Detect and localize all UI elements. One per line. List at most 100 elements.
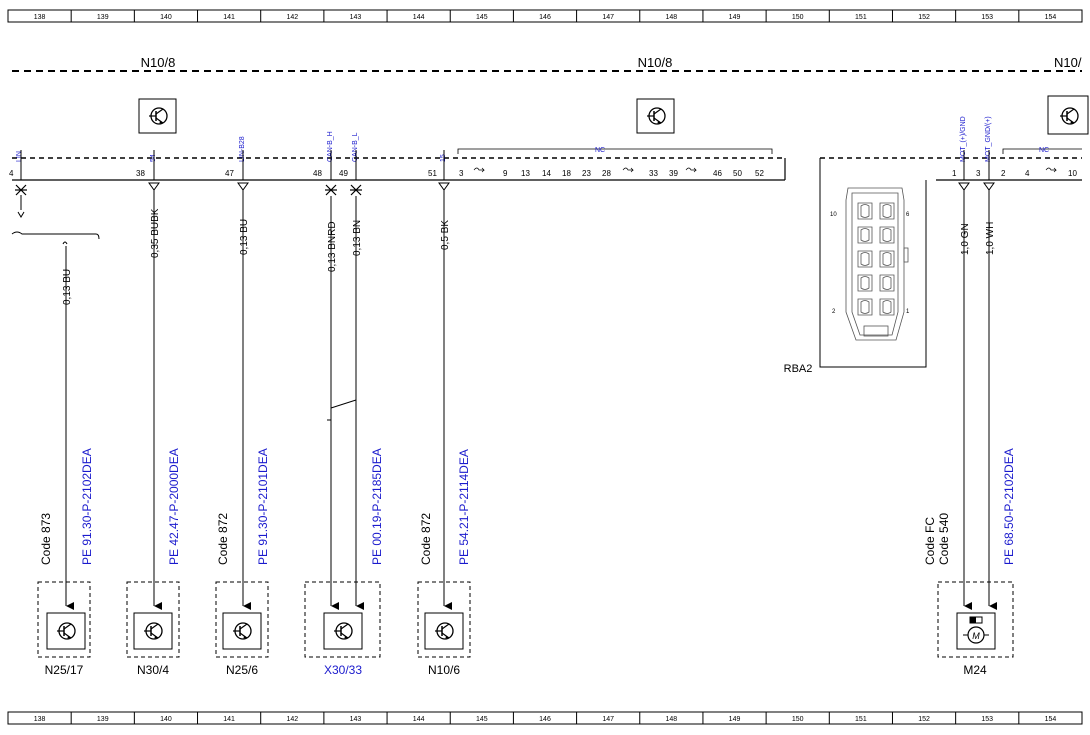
bottom-ruler-label: 148: [666, 716, 678, 723]
wire-label-4: 0,13 BNRD: [327, 221, 338, 272]
top-ruler-label: 139: [97, 14, 109, 21]
connector-junction-icon: [14, 184, 28, 196]
nc-pin-number: 23: [582, 169, 591, 178]
connector-label: RBA2: [784, 363, 813, 375]
top-ruler-label: 150: [792, 14, 804, 21]
top-ruler-label: 140: [160, 14, 172, 21]
top-ruler-label: 143: [350, 14, 362, 21]
bottom-ruler-label: 145: [476, 716, 488, 723]
module-symbol-left: [138, 98, 177, 134]
nc-pin-number: 28: [602, 169, 611, 178]
pin-number-1-right: 1: [952, 169, 957, 178]
connector-pin-1: 1: [906, 309, 910, 315]
pin-number-38: 38: [136, 169, 145, 178]
bottom-ruler-label: 141: [223, 716, 235, 723]
svg-text:M: M: [972, 631, 980, 641]
transistor-icon: [232, 622, 252, 640]
connector-cavity: [879, 250, 895, 268]
reference-link-3[interactable]: PE 91.30-P-2101DEA: [256, 448, 270, 565]
component-n10-6[interactable]: [417, 581, 471, 658]
reference-link-2[interactable]: PE 42.47-P-2000DEA: [167, 448, 181, 565]
connector-pin-10: 10: [830, 212, 837, 218]
nc-label: NC: [595, 147, 605, 154]
top-ruler-label: 154: [1045, 14, 1057, 21]
component-label-n30-4: N30/4: [137, 663, 169, 677]
top-ruler-label: 153: [981, 14, 993, 21]
bottom-ruler-label: 150: [792, 716, 804, 723]
bottom-ruler-label: 151: [855, 716, 867, 723]
top-ruler-label: 152: [918, 14, 930, 21]
component-m24[interactable]: M: [937, 581, 1014, 658]
nc-bracket: NC: [457, 147, 773, 154]
bottom-ruler-label: 149: [729, 716, 741, 723]
pin-arrows: [148, 182, 995, 191]
nc-pin-number: 9: [503, 169, 508, 178]
motor-icon: M: [963, 616, 989, 644]
wire-label-3: 0,13 BU: [239, 219, 250, 255]
bottom-ruler-label: 146: [539, 716, 551, 723]
bottom-ruler-label: 154: [1045, 716, 1057, 723]
pin-number-4: 4: [9, 169, 14, 178]
bottom-ruler-label: 143: [350, 716, 362, 723]
nc-pin-number: 18: [562, 169, 571, 178]
pin-label-lin-b28: LIN-B28: [239, 136, 246, 162]
pin-label-mot-gnd: MOT_GND/(+): [985, 116, 992, 162]
module-symbol-center: [636, 98, 675, 134]
pin-number-10-right: 10: [1068, 169, 1077, 178]
component-label-n10-6: N10/6: [428, 663, 460, 677]
connector-junction-icon: [324, 184, 338, 196]
transistor-icon: [333, 622, 353, 640]
connector-cavity: [857, 298, 873, 316]
wires: [153, 190, 997, 610]
component-n30-4[interactable]: [126, 581, 180, 658]
code-label-3: Code 872: [216, 513, 230, 565]
reference-link-6[interactable]: PE 68.50-P-2102DEA: [1002, 448, 1016, 565]
component-label-x30-33[interactable]: X30/33: [324, 663, 362, 677]
nc-pin-number: 50: [733, 169, 742, 178]
bottom-ruler-label: 138: [34, 716, 46, 723]
component-x30-33[interactable]: [304, 581, 381, 658]
pin-stubs: [20, 150, 990, 180]
reference-link-4[interactable]: PE 00.19-P-2185DEA: [370, 448, 384, 565]
transistor-icon: [148, 107, 168, 125]
module-symbol-right: [1047, 95, 1089, 135]
reference-link-1[interactable]: PE 91.30-P-2102DEA: [80, 448, 94, 565]
bottom-ruler-label: 140: [160, 716, 172, 723]
top-ruler-label: 142: [286, 14, 298, 21]
transistor-icon: [434, 622, 454, 640]
component-n25-6[interactable]: [215, 581, 269, 658]
bottom-ruler-label: 139: [97, 716, 109, 723]
nc-pin-number: 39: [669, 169, 678, 178]
code-label-5: Code 872: [419, 513, 433, 565]
code-label-6a: Code FC: [923, 517, 937, 565]
transistor-icon: [143, 622, 163, 640]
nc-pin-number: 14: [542, 169, 551, 178]
reference-link-5[interactable]: PE 54.21-P-2114DEA: [457, 449, 471, 565]
code-label-1: Code 873: [39, 513, 53, 565]
transistor-icon: [1059, 107, 1079, 125]
pin-label-can-b-h: CAN-B_H: [327, 131, 334, 162]
wire-label-7: 1,0 GN: [960, 223, 971, 255]
nc-bracket-right: NC: [1002, 147, 1082, 154]
nc-right-label: NC: [1039, 147, 1049, 154]
top-ruler-label: 146: [539, 14, 551, 21]
wire-label-8: 1,0 WH: [985, 222, 996, 255]
top-ruler-label: 151: [855, 14, 867, 21]
nc-pin-number: 46: [713, 169, 722, 178]
wire-label-5: 0,13 BN: [352, 220, 363, 256]
connector-junction-icon: [349, 184, 363, 196]
component-label-n25-17: N25/17: [45, 663, 84, 677]
top-ruler-label: 148: [666, 14, 678, 21]
top-ruler-label: 144: [413, 14, 425, 21]
component-n25-17[interactable]: [37, 581, 91, 658]
pin-number-51: 51: [428, 169, 437, 178]
connector-cavity: [879, 202, 895, 220]
pin-number-49: 49: [339, 169, 348, 178]
pin-number-3-right: 3: [976, 169, 981, 178]
connector-cavity: [857, 202, 873, 220]
nc-pin-number: 13: [521, 169, 530, 178]
bottom-ruler-label: 142: [286, 716, 298, 723]
connector-cavity: [857, 226, 873, 244]
